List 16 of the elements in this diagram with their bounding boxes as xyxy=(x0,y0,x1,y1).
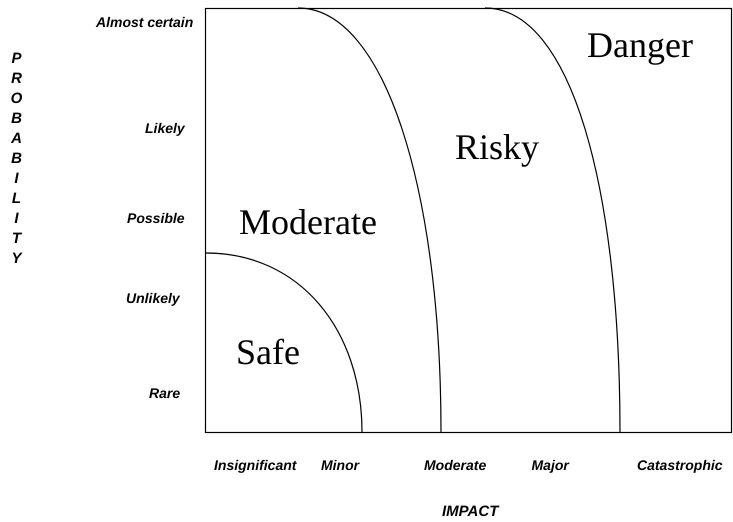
zone-label: Risky xyxy=(455,127,540,167)
tick-label: Catastrophic xyxy=(637,457,723,473)
zone-label: Safe xyxy=(236,332,300,372)
tick-label: Rare xyxy=(149,385,180,401)
zone-label: Moderate xyxy=(239,202,377,242)
tick-label: Unlikely xyxy=(126,290,180,306)
tick-label: Insignificant xyxy=(214,457,296,473)
tick-label: Almost certain xyxy=(96,14,194,30)
tick-label: Major xyxy=(532,457,569,473)
axis-title: IMPACT xyxy=(442,504,498,520)
axis-title: PROBABILITY xyxy=(8,50,24,270)
zone-label: Danger xyxy=(587,25,693,65)
tick-label: Likely xyxy=(145,120,185,136)
tick-label: Moderate xyxy=(424,457,486,473)
tick-label: Possible xyxy=(127,210,185,226)
tick-label: Minor xyxy=(321,457,360,473)
